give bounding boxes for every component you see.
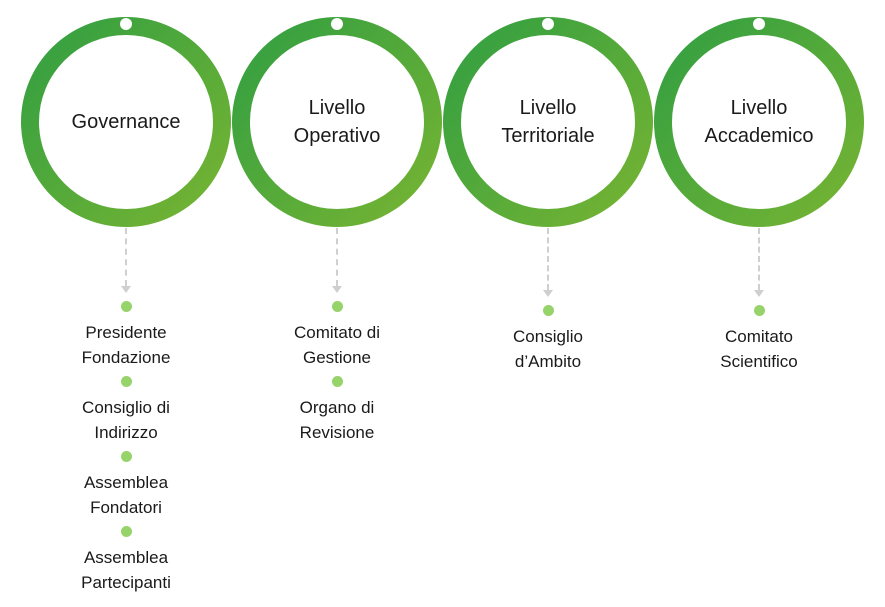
dashed-connector [547,228,549,290]
list-item: Comitato di Gestione [231,301,443,370]
level-ring: Livello Operativo [232,17,442,227]
level-title: Livello Operativo [293,97,381,147]
level-ring: Livello Accademico [654,17,864,227]
list-item: Presidente Fondazione [20,301,232,370]
list-item-label: Comitato Scientifico [720,327,798,371]
bullet-dot-icon [120,526,132,537]
bullet-dot-icon [331,376,343,387]
connector-arrowhead [543,290,553,297]
level-ring-inner: Livello Accademico [672,35,846,209]
ring-top-marker [120,18,132,30]
connector-arrowhead [332,286,342,293]
level-ring-inner: Livello Operativo [250,35,424,209]
list-item: Assemblea Partecipanti [20,526,232,595]
list-item: Organo di Revisione [231,376,443,445]
dashed-connector [336,228,338,286]
dashed-connector [125,228,127,286]
list-item-label: Assemblea Partecipanti [81,548,171,592]
list-item: Comitato Scientifico [653,305,865,374]
list-item: Assemblea Fondatori [20,451,232,520]
level-title: Livello Territoriale [501,97,595,147]
level-ring: Governance [21,17,231,227]
bullet-dot-icon [120,301,132,312]
list-item-label: Presidente Fondazione [81,323,171,367]
level-title: Governance [71,111,181,133]
list-item: Consiglio d’Ambito [442,305,654,374]
level-ring: Livello Territoriale [443,17,653,227]
ring-top-marker [753,18,765,30]
level-title: Livello Accademico [704,97,814,147]
level-ring-inner: Governance [39,35,213,209]
connector-arrowhead [121,286,131,293]
bullet-dot-icon [753,305,765,316]
ring-top-marker [542,18,554,30]
list-item: Consiglio di Indirizzo [20,376,232,445]
bullet-dot-icon [542,305,554,316]
bullet-dot-icon [331,301,343,312]
level-ring-inner: Livello Territoriale [461,35,635,209]
bullet-dot-icon [120,376,132,387]
connector-arrowhead [754,290,764,297]
list-item-label: Consiglio di Indirizzo [82,398,170,442]
ring-top-marker [331,18,343,30]
list-item-label: Assemblea Fondatori [83,473,169,517]
list-item-label: Consiglio d’Ambito [513,327,583,371]
list-item-label: Organo di Revisione [299,398,375,442]
list-item-label: Comitato di Gestione [294,323,380,367]
dashed-connector [758,228,760,290]
bullet-dot-icon [120,451,132,462]
